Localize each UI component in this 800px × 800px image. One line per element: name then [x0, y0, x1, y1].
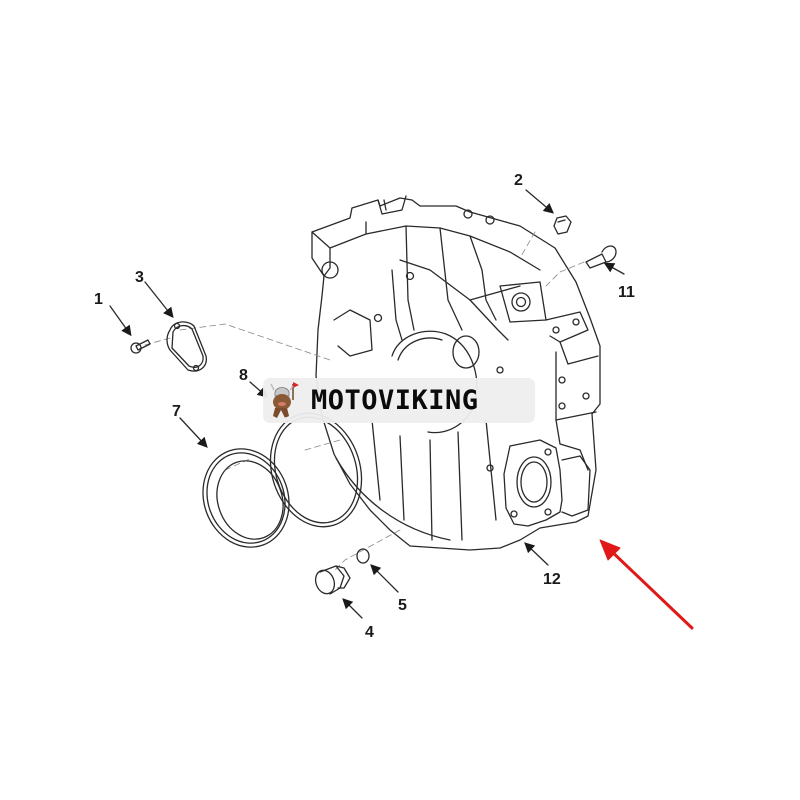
callout-11: 11 — [618, 284, 635, 301]
callout-7: 7 — [172, 403, 181, 420]
callout-5: 5 — [398, 597, 407, 614]
part-2-plug — [525, 189, 572, 235]
part-7-seal — [179, 417, 290, 548]
part-1-bolt — [109, 305, 151, 354]
motoviking-watermark: MOTOVIKING — [263, 378, 535, 423]
part-11-bolt — [585, 245, 625, 275]
part-12-leader — [524, 542, 549, 566]
part-5-o-ring — [356, 548, 399, 593]
red-highlight-arrow — [599, 539, 694, 630]
callout-1: 1 — [94, 291, 103, 308]
part-4-plug — [314, 565, 363, 619]
callout-2: 2 — [514, 172, 523, 189]
callout-4: 4 — [365, 624, 374, 641]
flywheel-housing — [311, 195, 601, 551]
callout-8: 8 — [239, 367, 248, 384]
callout-12: 12 — [543, 571, 561, 588]
viking-mascot-icon — [263, 378, 309, 423]
watermark-text: MOTOVIKING — [311, 385, 479, 416]
callout-3: 3 — [135, 269, 144, 286]
part-3-cover-plate — [144, 281, 207, 372]
